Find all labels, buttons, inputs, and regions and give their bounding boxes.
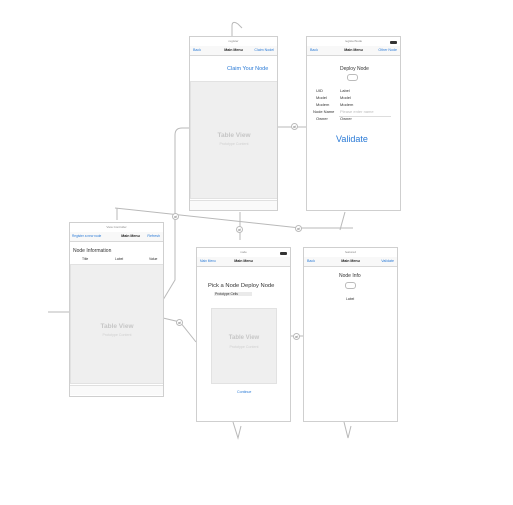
- node-name-underline: [339, 111, 391, 117]
- prototype-label: Prototype Content: [219, 142, 249, 146]
- node-info-title: Node Info: [339, 273, 361, 279]
- register-node-button[interactable]: Register a new node: [72, 234, 102, 238]
- back-button[interactable]: Back: [307, 259, 315, 263]
- toolbar: [190, 200, 277, 210]
- row-value: Label: [340, 88, 350, 93]
- row-value: Owner: [340, 116, 352, 121]
- toolbar: [70, 385, 163, 395]
- back-button[interactable]: Back: [310, 48, 318, 52]
- scene-title: featured: [344, 250, 356, 254]
- table-view[interactable]: Table View Prototype Content: [190, 81, 277, 199]
- prototype-cells-label: Prototype Cells: [214, 292, 252, 296]
- navigation-bar: Back Main Menu Validate: [304, 257, 397, 267]
- navigation-bar: Back Main Menu Claim Nodel: [190, 46, 277, 56]
- row-label: UID: [316, 88, 323, 93]
- nav-title: Main Menu: [344, 48, 363, 52]
- scene-register-node[interactable]: registerNode Back Main Menu Other Node D…: [306, 36, 401, 211]
- column-header: Value: [149, 257, 158, 261]
- segue-badge[interactable]: ⇄: [291, 123, 298, 130]
- navigation-bar: Back Main Menu Other Node: [307, 41, 400, 56]
- deploy-header: Deploy Node: [340, 66, 369, 72]
- battery-icon: [280, 252, 287, 255]
- row-label: Modem: [316, 102, 330, 107]
- nav-title: Main Menu: [234, 259, 253, 263]
- row-label: Model: [316, 95, 327, 100]
- claim-header[interactable]: Claim Your Node: [227, 66, 269, 72]
- scene-title: registerNode: [344, 39, 363, 43]
- column-header: Label: [115, 257, 124, 261]
- back-button[interactable]: Back: [193, 48, 201, 52]
- scene-featured[interactable]: featured Back Main Menu Validate Node In…: [303, 247, 398, 422]
- navigation-bar: Main Menu Main Menu: [197, 252, 290, 267]
- claim-button[interactable]: Claim Nodel: [254, 48, 274, 52]
- featured-label: Label: [346, 297, 355, 301]
- deploy-switch[interactable]: [347, 74, 358, 81]
- segue-badge[interactable]: ⇄: [176, 319, 183, 326]
- segue-badge[interactable]: ⇄: [295, 225, 302, 232]
- segue-badge[interactable]: ⇄: [293, 333, 300, 340]
- row-value: Model: [340, 95, 351, 100]
- table-view[interactable]: Table View Prototype Content: [211, 308, 277, 384]
- row-value: Modem: [340, 102, 354, 107]
- validate-button[interactable]: Validate: [336, 134, 368, 144]
- scene-title: node: [240, 250, 247, 254]
- pick-node-header: Pick a Node Deploy Node: [208, 283, 275, 289]
- other-node-button[interactable]: Other Node: [378, 48, 397, 52]
- validate-nav-button[interactable]: Validate: [381, 259, 394, 263]
- refresh-button[interactable]: Refresh: [147, 234, 160, 238]
- main-menu-button[interactable]: Main Menu: [200, 259, 216, 263]
- row-label: Node Name: [313, 109, 335, 114]
- segue-badge[interactable]: ⇄: [172, 213, 179, 220]
- table-view-title: Table View: [228, 335, 260, 341]
- battery-icon: [390, 41, 397, 44]
- node-info-header: Node Information: [73, 248, 112, 254]
- nav-title: Main Menu: [341, 259, 360, 263]
- table-view-title: Table View: [100, 323, 134, 330]
- scene-register[interactable]: register Back Main Menu Claim Nodel Clai…: [189, 36, 278, 211]
- scene-title: register: [228, 39, 239, 43]
- row-label: Owner: [316, 116, 328, 121]
- continue-button[interactable]: Continue: [237, 390, 252, 394]
- column-header: Title: [82, 257, 89, 261]
- navigation-bar: Register a new node Main Menu Refresh: [70, 232, 163, 242]
- prototype-label: Prototype Content: [229, 345, 259, 349]
- nav-title: Main Menu: [121, 234, 140, 238]
- featured-switch[interactable]: [345, 282, 356, 289]
- scene-node[interactable]: node Main Menu Main Menu Pick a Node Dep…: [196, 247, 291, 422]
- segue-badge[interactable]: ⇄: [236, 226, 243, 233]
- scene-view-controller[interactable]: View Controller Register a new node Main…: [69, 222, 164, 397]
- scene-title: View Controller: [106, 225, 127, 229]
- node-name-input[interactable]: Please enter name: [340, 109, 374, 114]
- nav-title: Main Menu: [224, 48, 243, 52]
- table-view[interactable]: Table View Prototype Content: [70, 264, 163, 384]
- prototype-label: Prototype Content: [102, 333, 132, 337]
- table-view-title: Table View: [217, 132, 251, 139]
